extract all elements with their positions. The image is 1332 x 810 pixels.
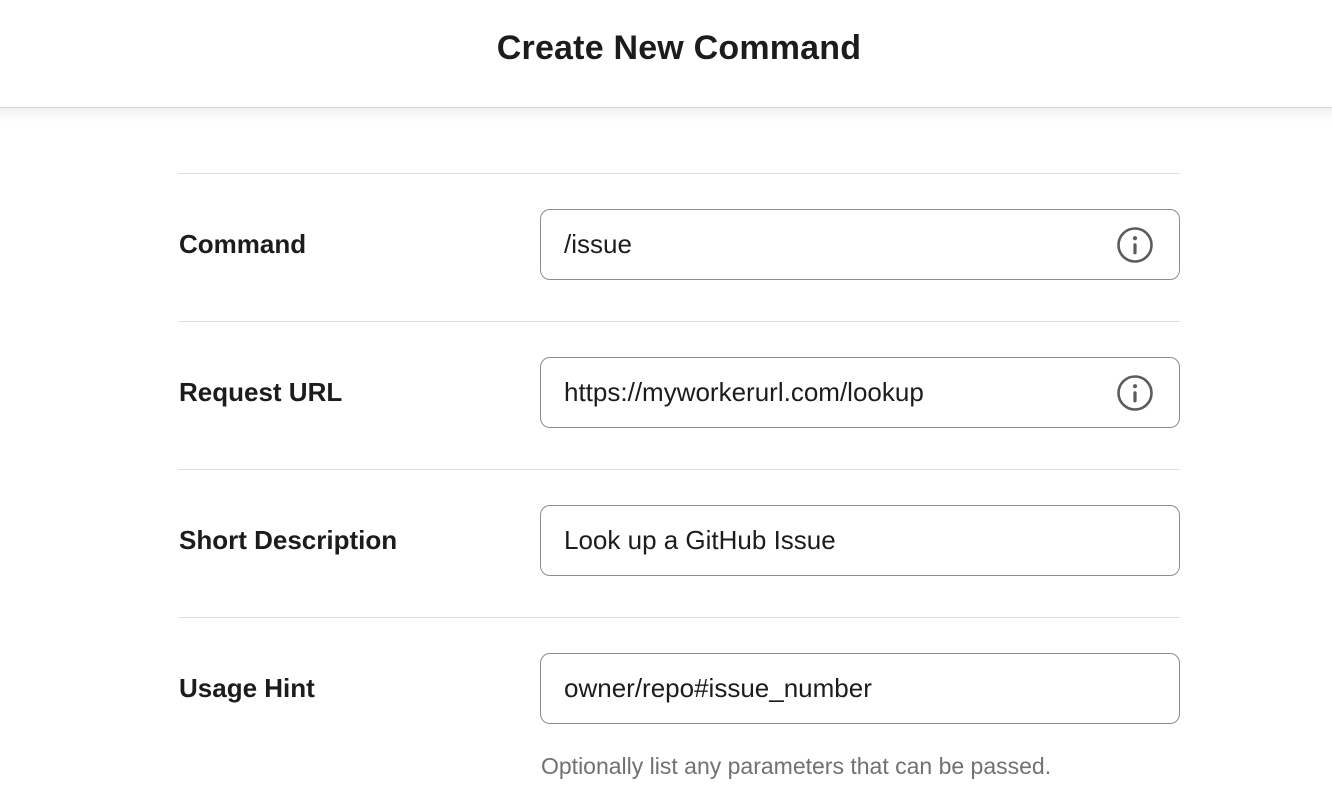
short-description-field-col (540, 505, 1180, 576)
usage-hint-label-col: Usage Hint (178, 653, 540, 724)
request-url-input-wrap (540, 357, 1180, 428)
request-url-label-col: Request URL (178, 357, 540, 428)
info-icon[interactable] (1116, 226, 1154, 264)
short-description-label: Short Description (179, 525, 398, 555)
usage-hint-input-wrap (540, 653, 1180, 724)
command-input[interactable] (540, 209, 1180, 280)
usage-hint-input[interactable] (540, 653, 1180, 724)
form-row-command: Command (178, 173, 1180, 321)
short-description-input-wrap (540, 505, 1180, 576)
page-title: Create New Command (496, 29, 862, 67)
form-row-usage-hint: Usage Hint Optionally list any parameter… (178, 617, 1180, 810)
request-url-field-col (540, 357, 1180, 428)
usage-hint-helper-text: Optionally list any parameters that can … (541, 753, 1052, 779)
short-description-label-col: Short Description (178, 505, 540, 576)
create-command-form: Command Request URL (178, 173, 1180, 810)
short-description-input[interactable] (540, 505, 1180, 576)
command-field-col (540, 209, 1180, 280)
command-input-wrap (540, 209, 1180, 280)
form-row-short-description: Short Description (178, 469, 1180, 617)
command-label: Command (179, 229, 307, 259)
command-label-col: Command (178, 209, 540, 280)
usage-hint-field-col: Optionally list any parameters that can … (540, 653, 1180, 780)
request-url-input[interactable] (540, 357, 1180, 428)
request-url-label: Request URL (179, 377, 343, 407)
info-icon[interactable] (1116, 374, 1154, 412)
usage-hint-label: Usage Hint (179, 673, 315, 703)
page-header: Create New Command (0, 0, 1332, 123)
page-header-inner: Create New Command (178, 0, 1180, 107)
form-row-request-url: Request URL (178, 321, 1180, 469)
